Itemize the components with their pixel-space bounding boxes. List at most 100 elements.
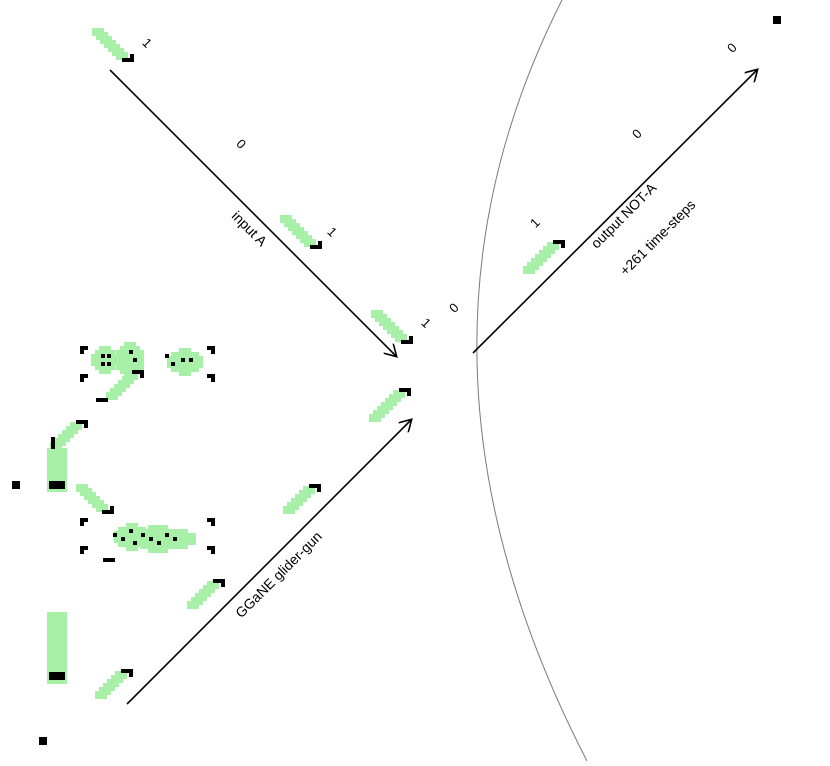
- gun-trail-cell: [47, 616, 67, 620]
- glider-cell: [39, 737, 47, 745]
- gun-trail-cell: [47, 648, 67, 652]
- gun-trail-cell: [47, 664, 67, 668]
- glider-cell: [12, 481, 20, 489]
- gun-cell: [51, 437, 55, 449]
- gun-cell: [107, 362, 111, 366]
- input-bit-label: 1: [324, 224, 340, 240]
- gun-trail-cell: [167, 364, 203, 368]
- output-bit-label: 0: [446, 300, 462, 316]
- gun-cell: [80, 374, 84, 382]
- gun-cell: [211, 346, 215, 354]
- gun-cell: [157, 541, 161, 545]
- gun-cell: [133, 541, 137, 545]
- gun-cell: [57, 672, 65, 680]
- gun-trail-cell: [168, 541, 196, 545]
- gun-trail-cell: [47, 472, 67, 476]
- glider-trail-cell: [523, 266, 535, 274]
- gun-trail-cell: [47, 628, 67, 632]
- gun-cell: [211, 518, 215, 526]
- glider-cell: [121, 669, 133, 673]
- glider-cell: [76, 420, 88, 424]
- input-a-arrow: [109, 69, 396, 356]
- output-boundary-arc: [476, 0, 588, 762]
- gun-trail-cell: [179, 372, 191, 376]
- gun-trail-cell: [91, 358, 119, 362]
- gun-trail-cell: [47, 656, 67, 660]
- gun-cell: [133, 358, 137, 362]
- gun-trail-cell: [47, 612, 67, 616]
- output-bit-label: 0: [724, 40, 740, 56]
- glider-trail-cell: [283, 506, 295, 514]
- gun-trail-cell: [47, 668, 67, 672]
- gun-cell: [211, 374, 215, 382]
- glider-trail-cell: [92, 28, 104, 36]
- gun-trail-cell: [176, 545, 188, 549]
- gun-cell: [80, 518, 84, 526]
- gun-trail-cell: [171, 352, 199, 356]
- glider-cell: [399, 388, 411, 392]
- gun-trail-cell: [47, 632, 67, 636]
- gun-cell: [101, 354, 105, 358]
- glider-cell: [132, 370, 144, 374]
- gun-cell: [103, 558, 115, 562]
- gun-trail-cell: [176, 529, 188, 533]
- gun-trail-cell: [99, 346, 111, 350]
- cellular-automaton-cells: [12, 16, 781, 745]
- gun-trail-cell: [47, 660, 67, 664]
- output-bit-label: 1: [527, 215, 543, 231]
- glider-cell: [110, 506, 114, 510]
- glider-cell: [310, 245, 322, 249]
- glider-trail-cell: [76, 484, 88, 492]
- gun-cell: [80, 546, 84, 554]
- gun-cell: [165, 354, 169, 358]
- gun-trail-cell: [126, 547, 138, 551]
- gun-trail-cell: [179, 348, 191, 352]
- glider-trail-cell: [280, 215, 292, 223]
- glider-trail-cell: [95, 691, 107, 699]
- gun-trail-cell: [95, 366, 115, 370]
- input-bit-label: 1: [139, 35, 155, 51]
- gun-cell: [107, 354, 111, 358]
- gun-trail-cell: [114, 539, 150, 543]
- gun-trail-cell: [171, 368, 199, 372]
- gun-trail-cell: [114, 535, 150, 539]
- gun-cell: [149, 537, 153, 541]
- gun-cell: [171, 362, 175, 366]
- gun-trail-cell: [148, 549, 168, 553]
- gun-trail-cell: [47, 464, 67, 468]
- glider-cell: [553, 240, 565, 244]
- gun-cell: [49, 672, 57, 680]
- glider-cell: [130, 54, 134, 58]
- input-bit-label: 0: [233, 136, 249, 152]
- gun-trail-cell: [116, 354, 144, 358]
- gun-trail-cell: [47, 652, 67, 656]
- glider-cell: [129, 673, 133, 677]
- gun-trail-cell: [47, 456, 67, 460]
- gun-trail-cell: [47, 640, 67, 644]
- gun-trail-cell: [148, 525, 168, 529]
- glider-cell: [122, 58, 134, 62]
- gun-trail-cell: [95, 350, 115, 354]
- glider-cell: [773, 16, 781, 24]
- glider-trail-cell: [371, 310, 383, 318]
- glider-cell: [317, 488, 321, 492]
- gun-cell: [129, 350, 133, 354]
- gun-cell: [101, 362, 105, 366]
- gun-trail-cell: [47, 680, 67, 684]
- gun-trail-cell: [47, 452, 67, 456]
- glider-trail-cell: [50, 442, 62, 450]
- gun-cell: [173, 537, 177, 541]
- gun-trail-cell: [118, 543, 146, 547]
- gun-cell: [49, 481, 57, 489]
- glider-cell: [309, 484, 321, 488]
- gun-cell: [211, 546, 215, 554]
- gun-trail-cell: [47, 468, 67, 472]
- gun-trail-cell: [47, 460, 67, 464]
- gun-cell: [80, 346, 84, 354]
- gun-cell: [129, 529, 133, 533]
- glider-trail-cell: [369, 414, 381, 422]
- glider-cell: [318, 241, 322, 245]
- gun-trail-cell: [47, 624, 67, 628]
- gun-cell: [113, 533, 117, 537]
